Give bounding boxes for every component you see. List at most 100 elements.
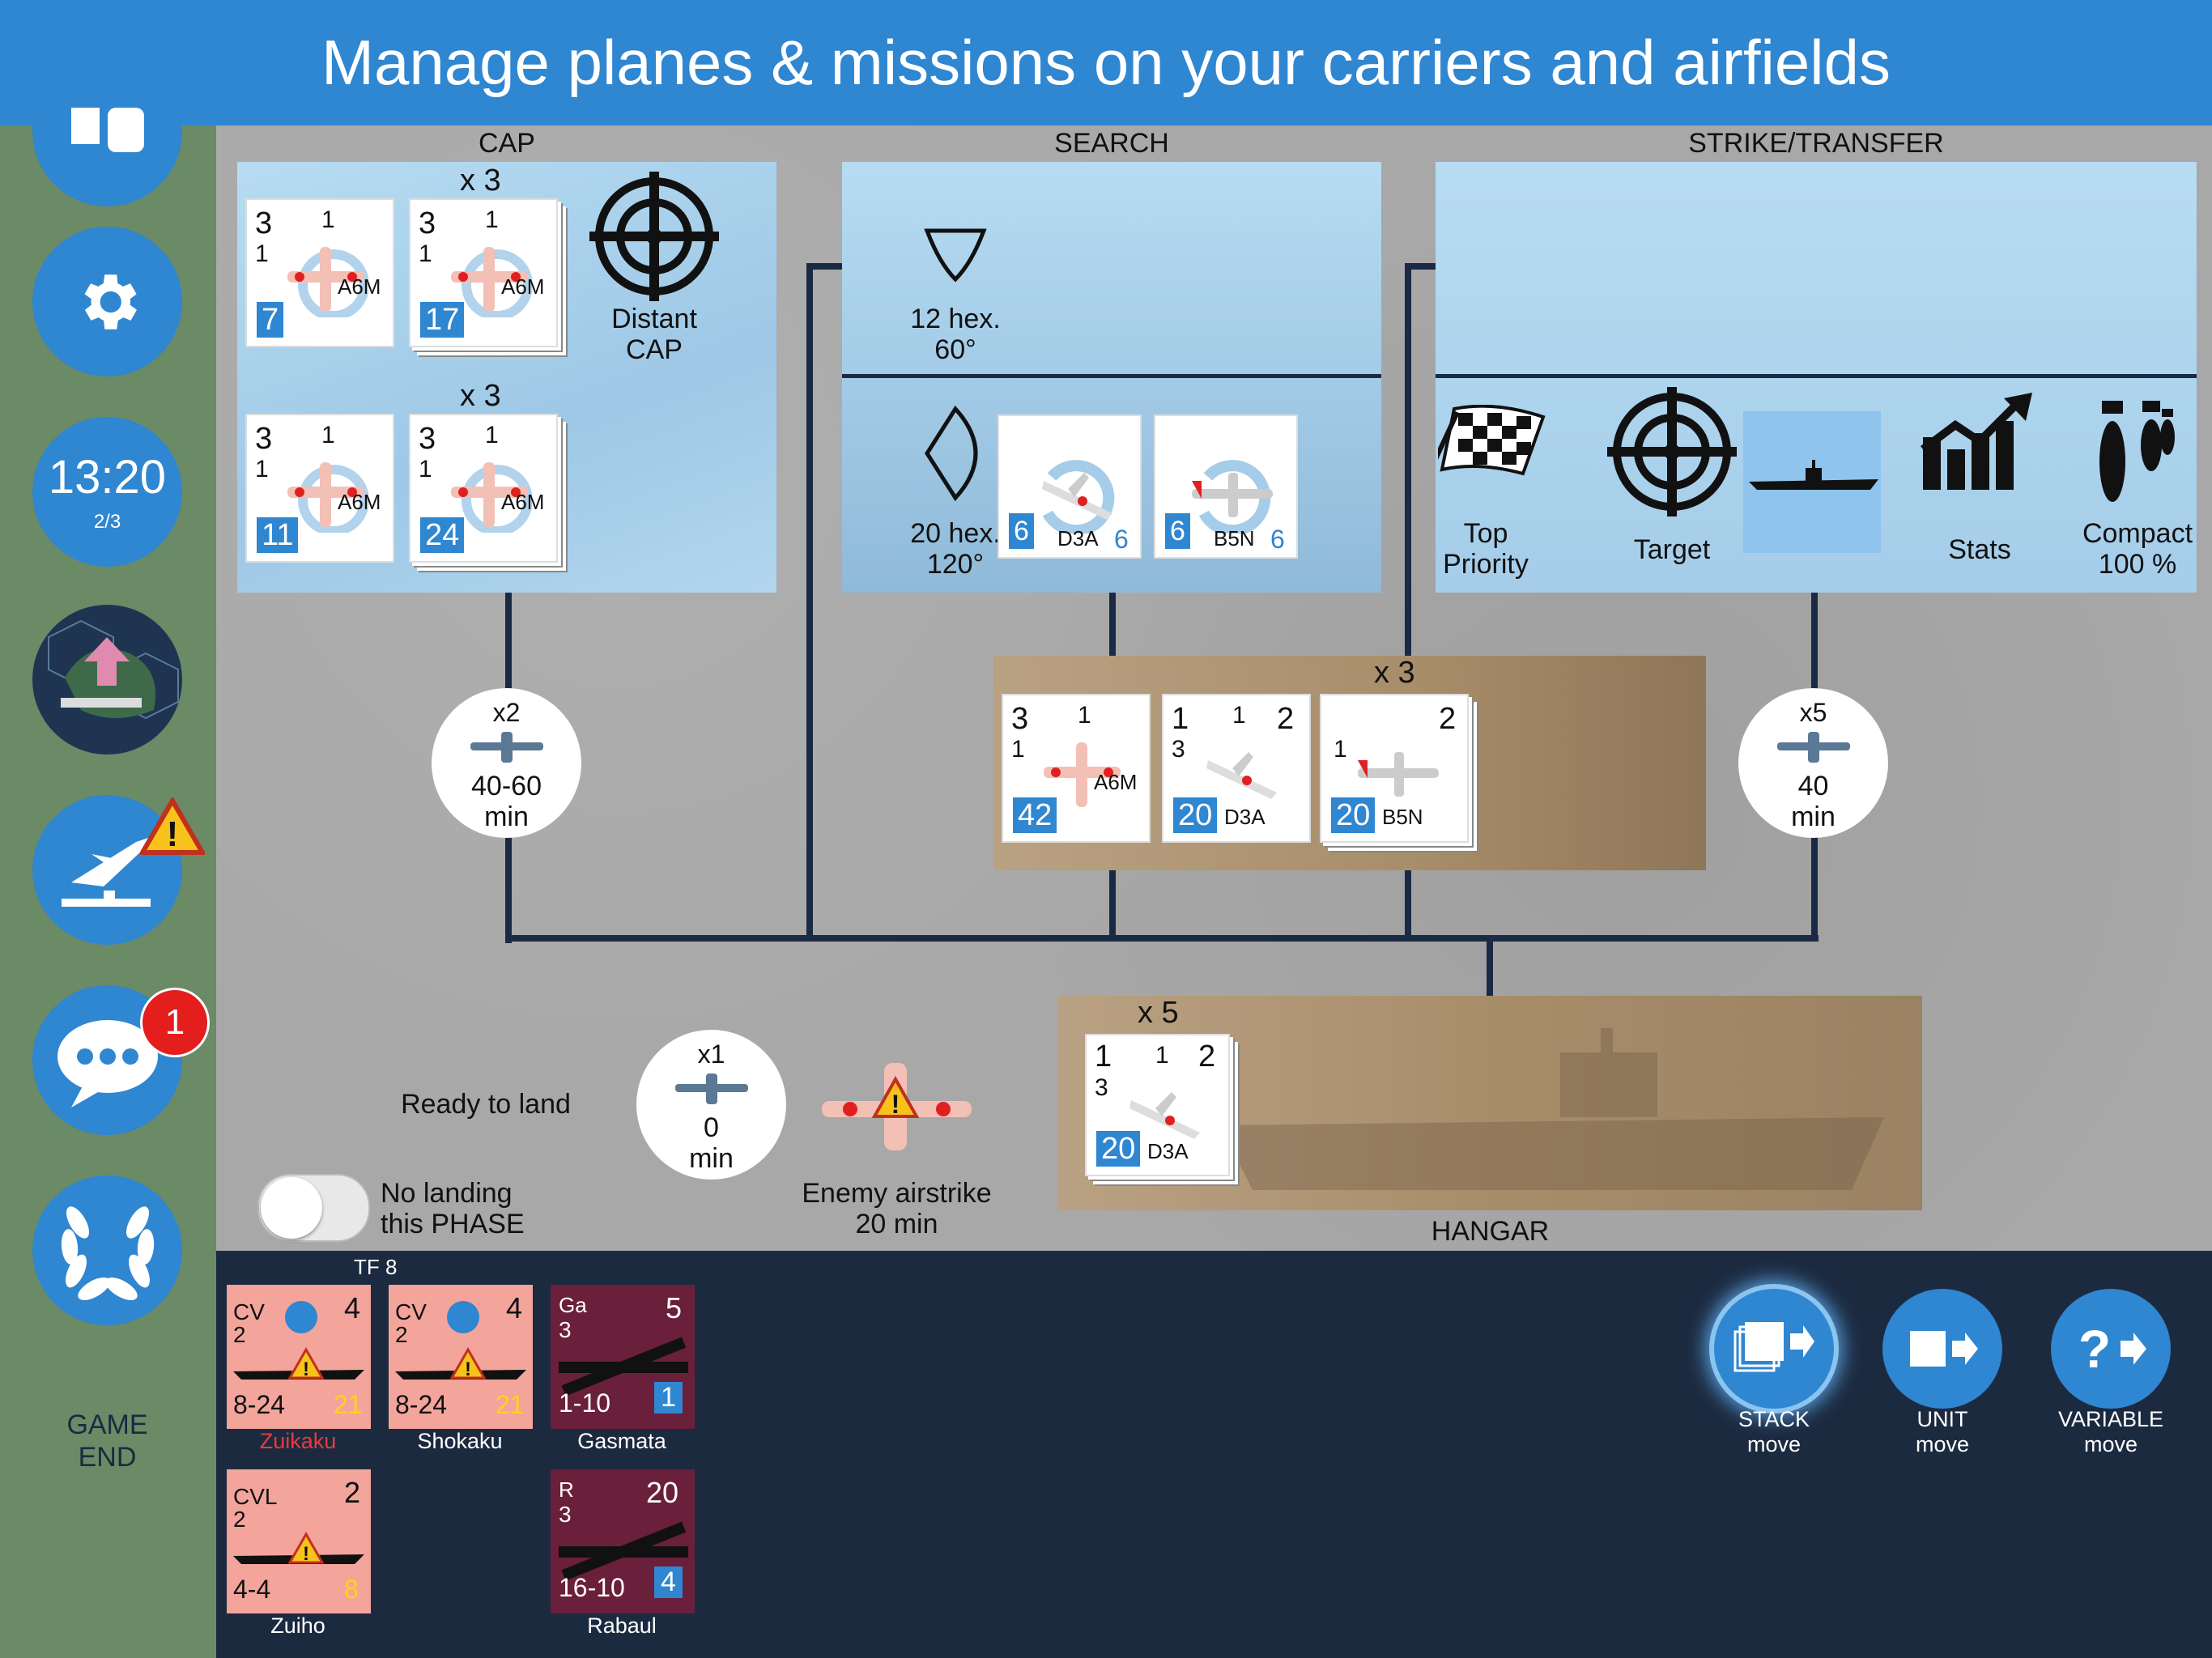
counter-count-badge: 11 <box>257 517 299 553</box>
settings-button[interactable] <box>32 227 182 376</box>
unit-shokaku[interactable]: CV 2 4 ! 8-24 21 <box>389 1285 533 1429</box>
distant-cap-label[interactable]: Distant CAP <box>593 304 715 365</box>
deck-counter-b5n[interactable]: 1 2 20 B5N <box>1320 694 1469 843</box>
a6m-plane-icon <box>287 247 368 317</box>
unit-level: 2 <box>395 1322 408 1347</box>
unit-value: 4 <box>506 1291 523 1324</box>
search-counter-d3a[interactable]: 6 D3A 6 <box>998 414 1142 559</box>
bomb-icon <box>2099 401 2175 502</box>
search-long-label: 20 hex. 120° <box>874 518 1036 580</box>
counter-count-badge: 6 <box>1009 513 1034 549</box>
deck-counter-a6m[interactable]: 3 1 1 A6M 42 <box>1002 694 1151 843</box>
unit-value: 2 <box>344 1476 361 1509</box>
search-counter-b5n[interactable]: 6 B5N 6 <box>1154 414 1298 559</box>
target-button[interactable]: Target <box>1633 534 1711 565</box>
deck-counter-d3a[interactable]: 1 1 2 3 20 D3A <box>1162 694 1311 843</box>
toggle-knob <box>261 1177 322 1239</box>
unit-value: 20 <box>646 1476 679 1509</box>
cap-counter-1[interactable]: 3 1 1 A6M 7 <box>245 198 394 347</box>
ship-silhouette-icon <box>1749 460 1878 490</box>
stats-chart-icon <box>1921 393 2032 490</box>
airfield-map-button[interactable] <box>32 605 182 755</box>
map-hex-icon <box>48 619 179 720</box>
victory-button[interactable] <box>32 1175 182 1325</box>
unit-level: 2 <box>233 1322 246 1347</box>
timer-time: 40 <box>1797 771 1829 801</box>
unit-badge: 4 <box>654 1567 683 1598</box>
airfield-runway-icon <box>559 1521 688 1581</box>
hangar-counter-d3a[interactable]: 1 1 2 3 20 D3A <box>1085 1034 1230 1176</box>
unit-gasmata[interactable]: Ga 3 5 1-10 1 <box>551 1285 695 1429</box>
top-priority-button[interactable]: Top Priority <box>1441 518 1530 580</box>
banner-title: Manage planes & missions on your carrier… <box>321 27 1891 98</box>
plane-carrier-icon <box>61 837 151 907</box>
unit-name-rabaul: Rabaul <box>587 1613 657 1638</box>
search-divider <box>842 374 1381 378</box>
a6m-plane-icon <box>451 247 532 317</box>
stack-move-icon <box>1733 1322 1814 1372</box>
counter-type: D3A <box>1224 805 1266 829</box>
clock-button[interactable]: 13:20 2/3 <box>32 417 182 567</box>
cap-title: CAP <box>479 128 535 159</box>
unit-class: CV <box>395 1299 427 1324</box>
variable-move-button[interactable]: ? <box>2051 1289 2171 1409</box>
unit-rabaul[interactable]: R 3 20 16-10 4 <box>551 1469 695 1613</box>
return-plane-icon <box>470 732 543 763</box>
d3a-plane-icon <box>1042 460 1115 534</box>
b5n-plane-icon <box>1358 752 1439 797</box>
variable-move-line1: VARIABLE <box>2057 1407 2164 1431</box>
cap-counter-3[interactable]: 3 1 1 A6M 11 <box>245 414 394 563</box>
no-landing-toggle[interactable] <box>257 1174 370 1242</box>
return-plane-icon <box>674 1073 748 1104</box>
counter-move: 1 <box>255 240 269 267</box>
banner: Manage planes & missions on your carrier… <box>0 0 2212 125</box>
counter-count-badge: 7 <box>257 302 284 338</box>
counter-type: A6M <box>501 274 545 299</box>
unit-class: Ga <box>559 1293 587 1317</box>
chat-button[interactable] <box>32 985 182 1135</box>
game-end-line2: END <box>78 1442 137 1473</box>
unit-zuiho[interactable]: CVL 2 2 ! 4-4 8 <box>227 1469 371 1613</box>
unit-level: 2 <box>233 1507 246 1532</box>
unit-move-button[interactable] <box>1882 1289 2002 1409</box>
unit-move-icon <box>1910 1331 1978 1367</box>
stack-move-line1: STACK <box>1738 1407 1810 1431</box>
unit-range: 16-10 <box>559 1573 625 1602</box>
compact-button[interactable]: Compact 100 % <box>2073 518 2202 580</box>
unit-zuikaku[interactable]: CV 2 4 ! 8-24 21 <box>227 1285 371 1429</box>
top-priority-line1: Top <box>1463 518 1508 549</box>
unit-move-line1: UNIT <box>1916 1407 1968 1431</box>
counter-attack: 3 <box>255 422 273 456</box>
stack-move-button[interactable] <box>1714 1289 1834 1409</box>
enemy-airstrike-line1: Enemy airstrike <box>802 1178 992 1209</box>
carrier-icon: ! <box>233 1531 364 1565</box>
unit-tray <box>216 1251 2212 1658</box>
cap-counter-2[interactable]: 3 1 1 A6M 17 <box>409 198 558 347</box>
counter-range: 2 <box>1439 702 1457 736</box>
unit-class: R <box>559 1477 574 1502</box>
unit-fuel: 21 <box>496 1390 525 1419</box>
enemy-airstrike-line2: 20 min <box>855 1209 938 1239</box>
search-left-stub <box>806 263 844 270</box>
warning-icon: ! <box>140 797 205 855</box>
top-priority-line2: Priority <box>1443 549 1529 580</box>
air-ops-button[interactable] <box>32 795 182 945</box>
counter-type: A6M <box>1094 770 1138 794</box>
game-end-button[interactable]: GAME END <box>32 1409 182 1473</box>
unit-fuel: 8 <box>344 1575 359 1604</box>
distant-cap-line1: Distant <box>611 304 697 334</box>
stats-button[interactable]: Stats <box>1948 534 2011 565</box>
unit-name-shokaku: Shokaku <box>417 1429 503 1453</box>
cap-counter-4[interactable]: 3 1 1 A6M 24 <box>409 414 558 563</box>
counter-count-badge: 24 <box>420 517 465 553</box>
counter-defense: 1 <box>1232 702 1246 729</box>
distant-cap-line2: CAP <box>626 334 683 365</box>
svg-text:!: ! <box>465 1358 471 1380</box>
sidebar-menu-button[interactable] <box>32 57 182 206</box>
unit-range: 8-24 <box>233 1390 286 1419</box>
airfield-runway-icon <box>559 1337 688 1397</box>
clock-phase: 2/3 <box>93 511 121 533</box>
